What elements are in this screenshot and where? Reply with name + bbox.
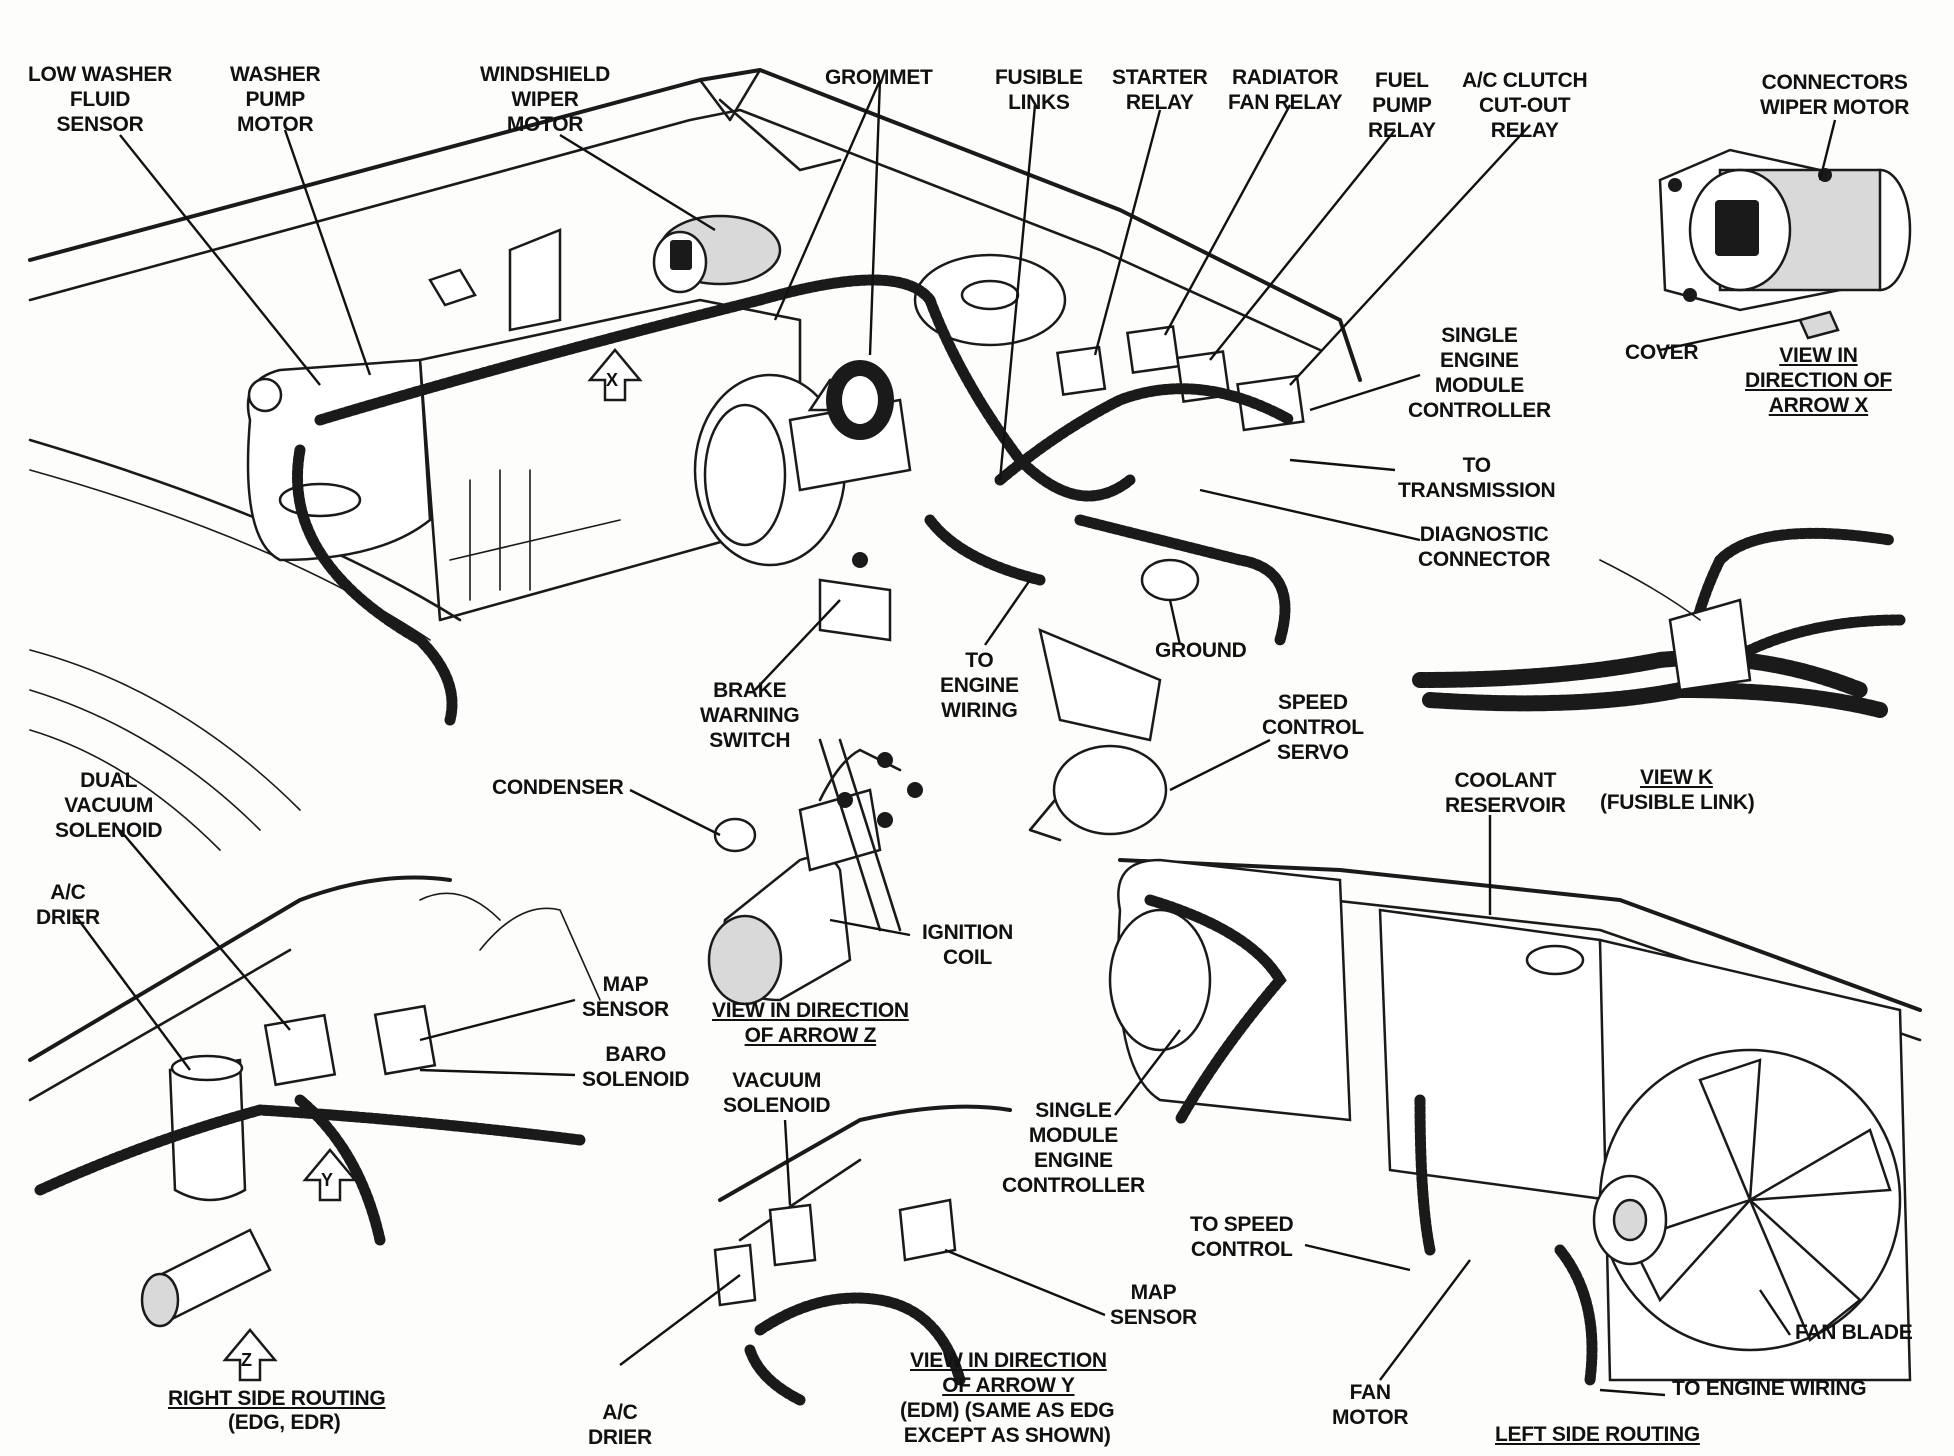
label-to-engine-wiring-bottom: TO ENGINE WIRING xyxy=(1672,1377,1867,1400)
label-baro-solenoid: BARO SOLENOID xyxy=(582,1043,690,1091)
label-right-side-routing-sub: (EDG, EDR) xyxy=(228,1411,341,1434)
label-fan-motor: FAN MOTOR xyxy=(1332,1381,1409,1429)
label-to-engine-wiring-top: TO ENGINE WIRING xyxy=(940,649,1019,722)
arrow-marker-y: Y xyxy=(321,1170,333,1190)
label-condenser: CONDENSER xyxy=(492,776,624,799)
label-to-speed-control: TO SPEED CONTROL xyxy=(1190,1213,1294,1261)
label-map-sensor-bottom: MAP SENSOR xyxy=(1110,1281,1197,1329)
leader-lines xyxy=(74,79,1837,1397)
label-left-side-routing: LEFT SIDE ROUTING xyxy=(1495,1423,1700,1446)
label-view-arrow-z: VIEW IN DIRECTION OF ARROW Z xyxy=(712,999,909,1047)
label-cover: COVER xyxy=(1625,341,1699,364)
label-fusible-links: FUSIBLE LINKS xyxy=(995,66,1083,114)
left-side-routing-view xyxy=(1108,858,1922,1386)
view-y-vacuum-solenoid xyxy=(713,1104,1012,1406)
label-vacuum-solenoid: VACUUM SOLENOID xyxy=(723,1069,831,1117)
label-radiator-fan-relay: RADIATOR FAN RELAY xyxy=(1228,66,1343,114)
label-windshield-wiper-motor: WINDSHIELD WIPER MOTOR xyxy=(480,63,610,136)
label-view-arrow-y-sub: (EDM) (SAME AS EDG EXCEPT AS SHOWN) xyxy=(900,1399,1115,1447)
label-single-module-engine-controller: SINGLE MODULE ENGINE CONTROLLER xyxy=(1002,1099,1145,1197)
label-view-k: VIEW K xyxy=(1640,766,1713,789)
label-brake-warning-switch: BRAKE WARNING SWITCH xyxy=(700,679,800,752)
label-grommet: GROMMET xyxy=(825,66,933,89)
arrow-marker-z: Z xyxy=(241,1350,252,1370)
label-right-side-routing: RIGHT SIDE ROUTING xyxy=(168,1387,386,1410)
label-ground: GROUND xyxy=(1155,639,1247,662)
label-dual-vacuum-solenoid: DUAL VACUUM SOLENOID xyxy=(55,769,163,842)
label-to-transmission: TO TRANSMISSION xyxy=(1398,454,1556,502)
main-engine-bay xyxy=(28,68,1362,851)
label-washer-pump-motor: WASHER PUMP MOTOR xyxy=(230,63,321,136)
arrow-marker-x: X xyxy=(606,370,618,390)
right-side-routing-view xyxy=(28,875,601,1382)
view-k-fusible-link xyxy=(1412,527,1906,718)
view-x-wiper-motor xyxy=(1658,148,1912,340)
label-view-arrow-x: VIEW IN DIRECTION OF ARROW X xyxy=(1745,344,1892,417)
label-coolant-reservoir: COOLANT RESERVOIR xyxy=(1445,769,1566,817)
label-view-arrow-y: VIEW IN DIRECTION OF ARROW Y xyxy=(910,1349,1107,1397)
label-ignition-coil: IGNITION COIL xyxy=(922,921,1013,969)
label-view-k-sub: (FUSIBLE LINK) xyxy=(1600,791,1755,814)
view-z-ignition-coil xyxy=(707,738,923,1006)
label-fuel-pump-relay: FUEL PUMP RELAY xyxy=(1368,69,1436,142)
label-diagnostic-connector: DIAGNOSTIC CONNECTOR xyxy=(1418,523,1551,571)
label-connectors-wiper-motor: CONNECTORS WIPER MOTOR xyxy=(1760,71,1910,119)
label-speed-control-servo: SPEED CONTROL SERVO xyxy=(1262,691,1364,764)
label-fan-blade: FAN BLADE xyxy=(1795,1321,1913,1344)
label-map-sensor-left: MAP SENSOR xyxy=(582,973,669,1021)
label-starter-relay: STARTER RELAY xyxy=(1112,66,1208,114)
label-low-washer-fluid-sensor: LOW WASHER FLUID SENSOR xyxy=(28,63,172,136)
label-single-engine-module-controller: SINGLE ENGINE MODULE CONTROLLER xyxy=(1408,324,1551,422)
label-ac-drier-left: A/C DRIER xyxy=(36,881,100,929)
label-ac-clutch-cutout-relay: A/C CLUTCH CUT-OUT RELAY xyxy=(1462,69,1588,142)
label-ac-drier-bottom: A/C DRIER xyxy=(588,1401,652,1449)
